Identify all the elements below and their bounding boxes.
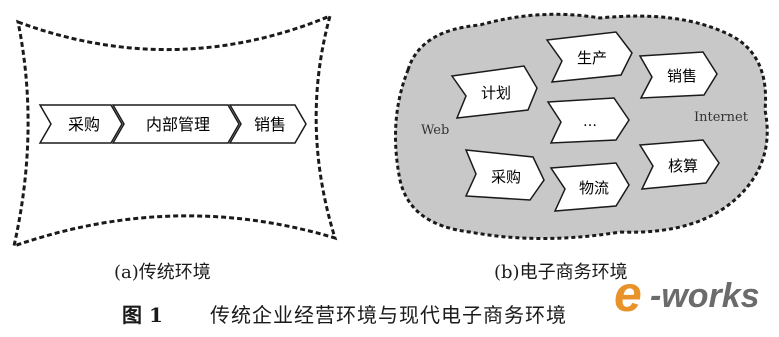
- watermark-works-text: -works: [650, 277, 760, 315]
- panel-a-caption: (a)传统环境: [114, 262, 211, 283]
- web-label: Web: [421, 123, 449, 138]
- panel-a-traditional: 采购 内部管理 销售: [11, 13, 338, 249]
- chevron-purchase-label: 采购: [68, 115, 100, 134]
- panel-b-caption: (b)电子商务环境: [494, 262, 628, 283]
- figure-number: 图 1: [122, 303, 163, 327]
- internet-label: Internet: [694, 110, 749, 125]
- value-chain: 采购 内部管理 销售: [38, 104, 307, 144]
- figure-title: 传统企业经营环境与现代电子商务环境: [210, 303, 567, 327]
- chevron-internal-management-label: 内部管理: [146, 115, 210, 134]
- node-purchase: [464, 149, 545, 201]
- chevron-internal-management: [111, 104, 240, 144]
- node-sales-label: 销售: [667, 67, 697, 85]
- node-plan-label: 计划: [481, 84, 511, 102]
- node-ellipsis: [546, 97, 630, 144]
- node-plan: [450, 65, 538, 119]
- chevron-sales-label: 销售: [254, 115, 286, 134]
- watermark-e-glyph: e: [614, 266, 642, 322]
- node-production-label: 生产: [577, 49, 607, 67]
- node-accounting: [638, 139, 720, 190]
- node-ellipsis-label: …: [583, 114, 597, 130]
- node-sales: [638, 51, 718, 99]
- panel-b-ecommerce: Web Internet 计划 生产 销售 … 采购 物流 核算: [394, 12, 769, 240]
- node-logistics: [549, 162, 630, 212]
- node-logistics-label: 物流: [579, 179, 609, 197]
- chevron-sales: [228, 104, 307, 144]
- node-production: [545, 31, 633, 83]
- node-accounting-label: 核算: [668, 157, 698, 175]
- chevron-purchase: [38, 104, 123, 144]
- node-purchase-label: 采购: [491, 168, 521, 186]
